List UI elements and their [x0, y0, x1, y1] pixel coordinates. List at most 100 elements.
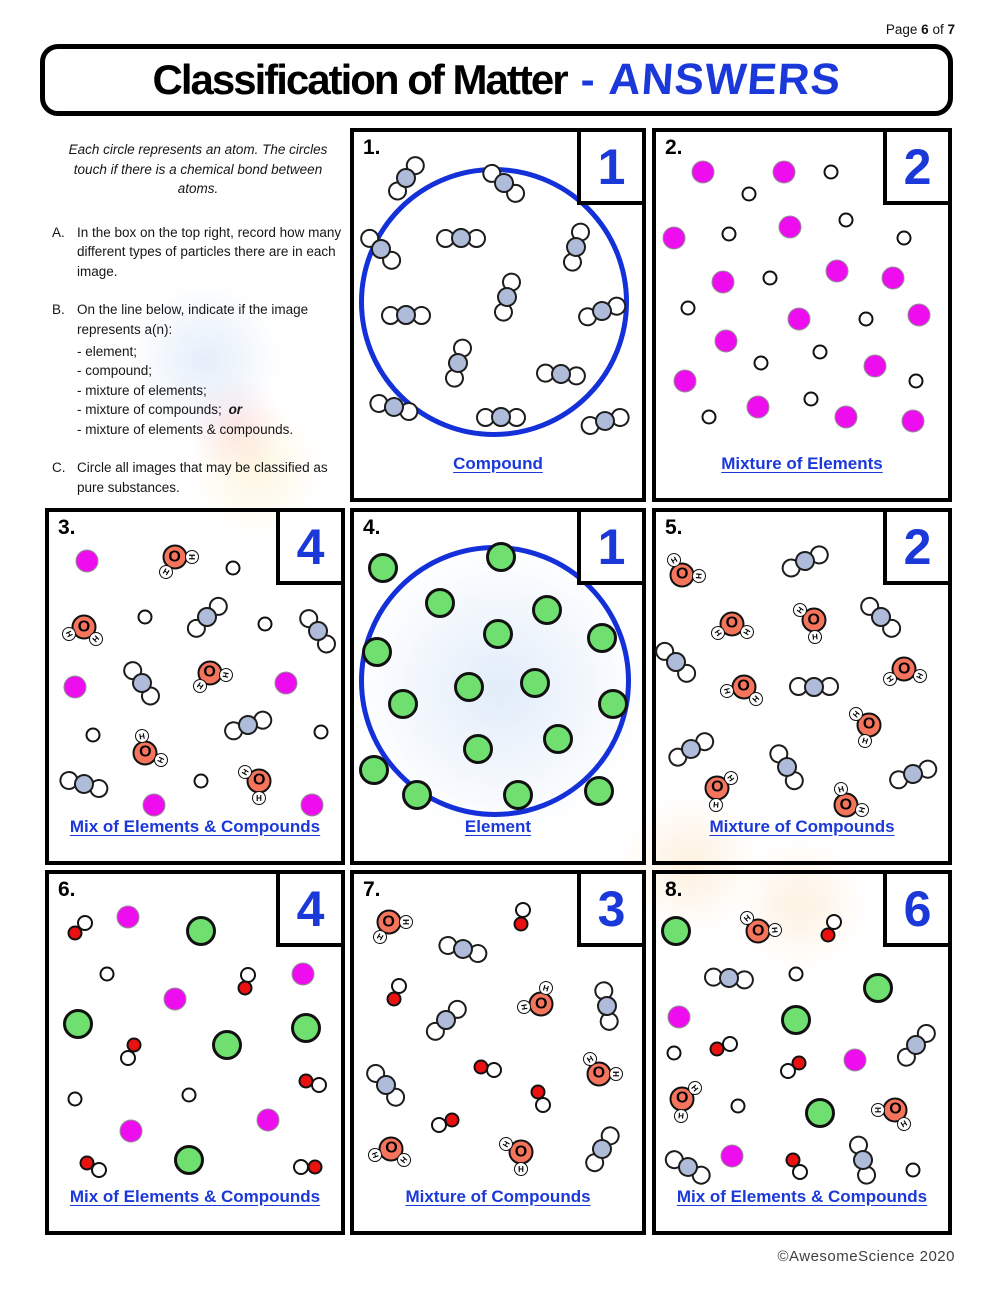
molecule-triatomic: [436, 933, 491, 965]
atom-hydrogen: H: [691, 568, 707, 584]
atom-magenta: [667, 1005, 691, 1029]
atom-white: [730, 1098, 746, 1114]
atom-white: [515, 902, 532, 919]
particle-count-badge: 6: [883, 870, 952, 947]
atom-red: [513, 916, 529, 932]
molecule-triatomic: [362, 1059, 410, 1110]
particle-count-badge: 1: [577, 508, 646, 585]
atom-magenta: [714, 329, 738, 353]
atom-white: [193, 773, 209, 789]
atom-red: [709, 1041, 725, 1057]
atom-green: [185, 916, 216, 947]
pure-substance-circle: [358, 167, 629, 438]
molecule-triatomic: [856, 592, 906, 642]
atom-white: [137, 609, 153, 625]
molecule-triatomic: [652, 637, 701, 687]
atom-magenta: [778, 215, 802, 239]
particle-count-badge: 1: [577, 128, 646, 205]
atom-hydrogen: H: [514, 1162, 529, 1177]
atom-magenta: [691, 160, 715, 184]
atom-white: [896, 230, 912, 246]
atom-white: [311, 1076, 328, 1093]
title-dash: -: [580, 56, 595, 103]
atom-magenta: [116, 905, 140, 929]
molecule-triatomic: [295, 604, 340, 657]
atom-white: [721, 226, 737, 242]
atom-white: [680, 300, 696, 316]
instruction-subitem: - mixture of elements;: [77, 382, 207, 398]
atom-magenta: [711, 270, 735, 294]
answer-label: Mix of Elements & Compounds: [676, 1187, 928, 1206]
atom-red: [298, 1073, 314, 1089]
page-number-total: 7: [947, 22, 955, 37]
molecule-triatomic: [421, 995, 471, 1045]
instructions-intro: Each circle represents an atom. The circ…: [68, 142, 328, 197]
atom-green: [804, 1098, 835, 1129]
atom-green: [485, 542, 516, 573]
box-number: 5.: [665, 516, 683, 539]
molecule-triatomic: [120, 657, 165, 709]
molecule-triatomic: [535, 361, 588, 386]
atom-red: [444, 1112, 460, 1128]
atom-white: [67, 1091, 83, 1107]
answer-label: Mix of Elements & Compounds: [69, 817, 321, 836]
atom-green: [583, 776, 614, 807]
molecule-triatomic: [580, 1122, 623, 1176]
atom-magenta: [291, 962, 315, 986]
atom-white: [823, 164, 839, 180]
atom-green: [359, 755, 390, 786]
instruction-text: In the box on the top right, record how …: [77, 224, 342, 279]
molecule-triatomic: [788, 676, 839, 697]
atom-magenta: [163, 987, 187, 1011]
atom-magenta: [274, 671, 298, 695]
atom-hydrogen: H: [252, 790, 267, 805]
instructions-panel: Each circle represents an atom. The circ…: [52, 140, 344, 516]
molecule-triatomic: [57, 768, 111, 800]
atom-hydrogen: H: [807, 629, 823, 645]
atom-hydrogen: H: [398, 915, 413, 930]
atom-white: [826, 914, 843, 930]
atom-hydrogen: H: [218, 667, 235, 684]
atom-red: [791, 1055, 807, 1071]
atom-white: [85, 727, 101, 743]
atom-green: [531, 594, 562, 625]
instruction-subitem: - mixture of compounds; or: [77, 402, 243, 418]
molecule-triatomic: [661, 1146, 715, 1188]
atom-magenta: [256, 1108, 280, 1132]
atom-red: [785, 1152, 801, 1168]
atom-hydrogen: H: [708, 797, 724, 813]
atom-oxygen: O: [856, 712, 882, 738]
molecule-triatomic: [593, 979, 622, 1033]
atom-green: [781, 1005, 812, 1036]
atom-white: [225, 560, 241, 576]
instruction-subitem: - element;: [77, 343, 138, 359]
molecule-triatomic: [847, 1132, 879, 1187]
atom-red: [530, 1084, 546, 1100]
atom-green: [586, 622, 617, 653]
atom-green: [290, 1012, 321, 1043]
atom-hydrogen: H: [673, 1108, 689, 1124]
title-banner: Classification of Matter - ANSWERS: [40, 44, 953, 116]
answers-badge: ANSWERS: [606, 55, 843, 104]
atom-green: [63, 1008, 94, 1039]
atom-magenta: [772, 160, 796, 184]
instruction-subitem: - mixture of elements & compounds.: [77, 421, 294, 437]
atom-white: [803, 391, 819, 407]
atom-white: [181, 1087, 197, 1103]
molecule-triatomic: [886, 756, 940, 792]
atom-center: [395, 305, 416, 325]
box-number: 8.: [665, 878, 683, 901]
atom-center: [803, 676, 824, 697]
atom-green: [862, 973, 893, 1004]
atom-white: [535, 1096, 552, 1113]
atom-red: [67, 925, 83, 941]
box-number: 6.: [58, 878, 76, 901]
instruction-item: A.In the box on the top right, record ho…: [52, 223, 344, 282]
atom-red: [79, 1155, 95, 1171]
particle-count-badge: 3: [577, 870, 646, 947]
atom-green: [598, 688, 629, 719]
answer-label: Mixture of Compounds: [709, 817, 895, 836]
